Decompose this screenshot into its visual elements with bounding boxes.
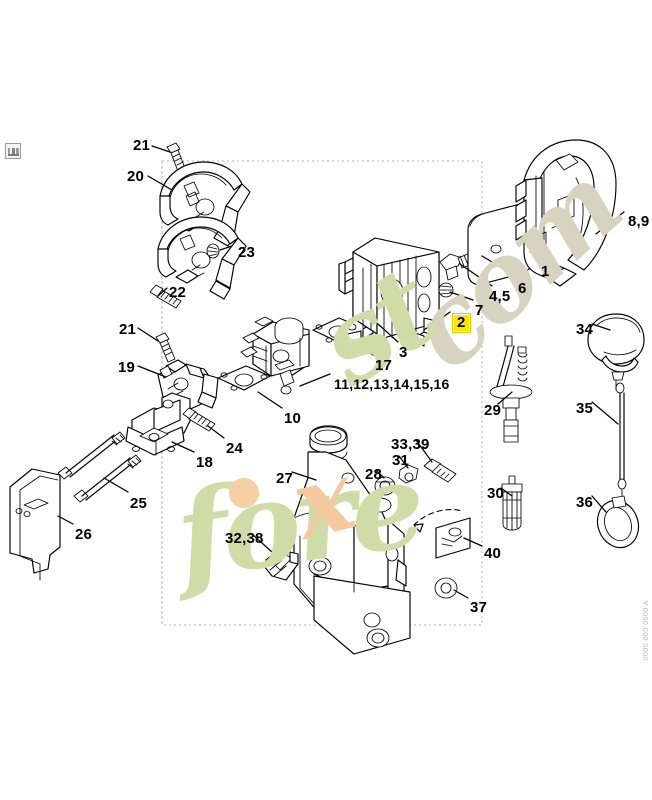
callout-label-27: 27 [276, 470, 294, 487]
callout-label-34: 34 [576, 321, 594, 338]
callout-label-36: 36 [576, 494, 594, 511]
part-28-bushing [374, 476, 396, 496]
callout-label-21: 21 [119, 321, 137, 338]
callout-label-19: 19 [118, 359, 136, 376]
part-19-lever [157, 359, 219, 412]
callout-label-10: 10 [284, 410, 302, 427]
part-31-nut [398, 464, 419, 484]
part-3-muffler [338, 237, 441, 347]
part-89-filter-cover [515, 139, 617, 287]
part-23-assembly [157, 216, 247, 300]
edge-note: 0000 000 0000 A [643, 600, 650, 661]
callout-label-22: 22 [169, 284, 187, 301]
part-34-tank-cap [587, 313, 645, 391]
callout-label-8-9: 8,9 [628, 213, 650, 230]
callout-label-1: 1 [541, 263, 550, 280]
broken-image-glyph [8, 148, 19, 156]
part-30-fuel-filter [501, 475, 523, 531]
part-36-ring [596, 495, 640, 549]
callout-label-17: 17 [375, 357, 393, 374]
callout-label-24: 24 [226, 440, 244, 457]
callout-label-33-39: 33,39 [391, 436, 430, 453]
callout-label-6: 6 [518, 280, 527, 297]
part-1116-carburetor [240, 316, 310, 395]
callout-label-7: 7 [475, 302, 484, 319]
callout-label-40: 40 [484, 545, 502, 562]
broken-image-base [8, 154, 19, 156]
part-3238-clip [263, 549, 299, 581]
callout-label-23: 23 [238, 244, 256, 261]
part-35-retainer [615, 382, 627, 498]
part-3339-bolt [423, 458, 457, 483]
callout-label-35: 35 [576, 400, 594, 417]
part-25-long-bolts [57, 431, 142, 503]
callout-label-2[interactable]: 2 [452, 313, 471, 333]
part-45-clamp [439, 253, 473, 281]
callout-label-30: 30 [487, 485, 505, 502]
callout-label-28: 28 [365, 466, 383, 483]
callout-label-31: 31 [392, 452, 410, 469]
callout-label-21: 21 [133, 137, 151, 154]
callout-label-18: 18 [196, 454, 214, 471]
callout-label-3: 3 [399, 344, 408, 361]
broken-image-icon [5, 143, 21, 159]
part-21b-screw [155, 332, 176, 363]
part-40-decal [413, 508, 471, 559]
callout-label-25: 25 [130, 495, 148, 512]
part-18-housing [125, 392, 191, 456]
part-7-nut [438, 282, 454, 298]
part-26-cover-plate [9, 468, 61, 581]
callout-label-4-5: 4,5 [489, 288, 511, 305]
callout-label-11-12-13-14-15-16: 11,12,13,14,15,16 [334, 376, 450, 392]
callout-label-37: 37 [470, 599, 488, 616]
callout-label-29: 29 [484, 402, 502, 419]
part-37-grommet [434, 577, 458, 599]
part-27-tank [293, 425, 411, 655]
leader-lines [57, 145, 625, 599]
callout-label-20: 20 [127, 168, 145, 185]
part-29-primer-line [489, 335, 533, 443]
callout-label-26: 26 [75, 526, 93, 543]
callout-label-32-38: 32,38 [225, 530, 264, 547]
